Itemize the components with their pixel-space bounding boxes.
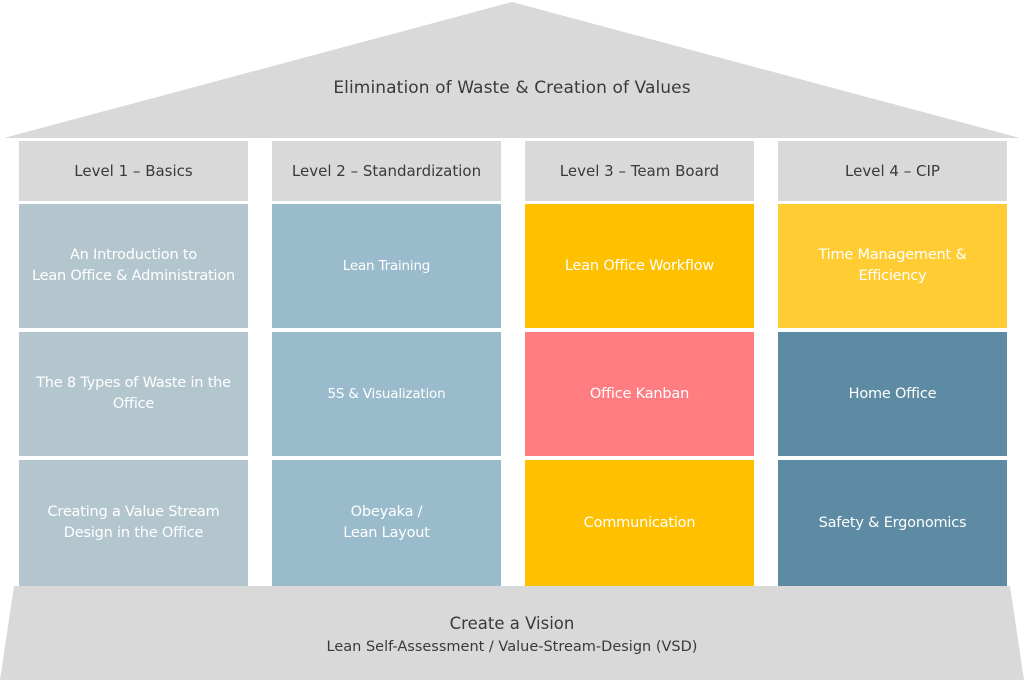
roof-title: Elimination of Waste & Creation of Value… xyxy=(333,78,691,98)
cell-label: Time Management &Efficiency xyxy=(818,247,967,284)
foundation-text: Create a Vision Lean Self-Assessment / V… xyxy=(0,612,1024,658)
pillar-cell: Lean Training xyxy=(272,204,501,328)
cell-label: 5S & Visualization xyxy=(327,385,446,402)
pillar-cell: Obeyaka /Lean Layout xyxy=(272,460,501,586)
pillar-cell: Safety & Ergonomics xyxy=(778,460,1007,586)
foundation-subtitle: Lean Self-Assessment / Value-Stream-Desi… xyxy=(326,639,698,655)
pillar-cell: Home Office xyxy=(778,332,1007,456)
roof xyxy=(4,2,1020,138)
pillar-level-2: Level 2 – Standardization Lean Training … xyxy=(272,141,501,586)
pillar-header: Level 2 – Standardization xyxy=(272,141,501,201)
pillar-cell: Communication xyxy=(525,460,754,586)
roof-shape xyxy=(4,2,1020,138)
cell-label: Lean Training xyxy=(342,257,431,274)
cell-label: Communication xyxy=(583,514,696,531)
pillar-header: Level 3 – Team Board xyxy=(525,141,754,201)
pillar-level-3: Level 3 – Team Board Lean Office Workflo… xyxy=(525,141,754,586)
pillar-cell: Time Management &Efficiency xyxy=(778,204,1007,328)
pillar-header: Level 1 – Basics xyxy=(19,141,248,201)
cell-label: Office Kanban xyxy=(589,385,690,402)
cell-label: Obeyaka /Lean Layout xyxy=(343,504,430,541)
cell-label: Home Office xyxy=(848,385,937,402)
foundation-title: Create a Vision xyxy=(449,614,575,633)
cell-label: Lean Office Workflow xyxy=(564,257,715,274)
pillar-level-4: Level 4 – CIP Time Management &Efficienc… xyxy=(778,141,1007,586)
pillar-cell: Office Kanban xyxy=(525,332,754,456)
pillar-header: Level 4 – CIP xyxy=(778,141,1007,201)
foundation-shape xyxy=(0,586,1024,680)
foundation xyxy=(0,586,1024,680)
pillar-cell: 5S & Visualization xyxy=(272,332,501,456)
cell-label: Safety & Ergonomics xyxy=(818,514,967,531)
pillar-cell: Lean Office Workflow xyxy=(525,204,754,328)
